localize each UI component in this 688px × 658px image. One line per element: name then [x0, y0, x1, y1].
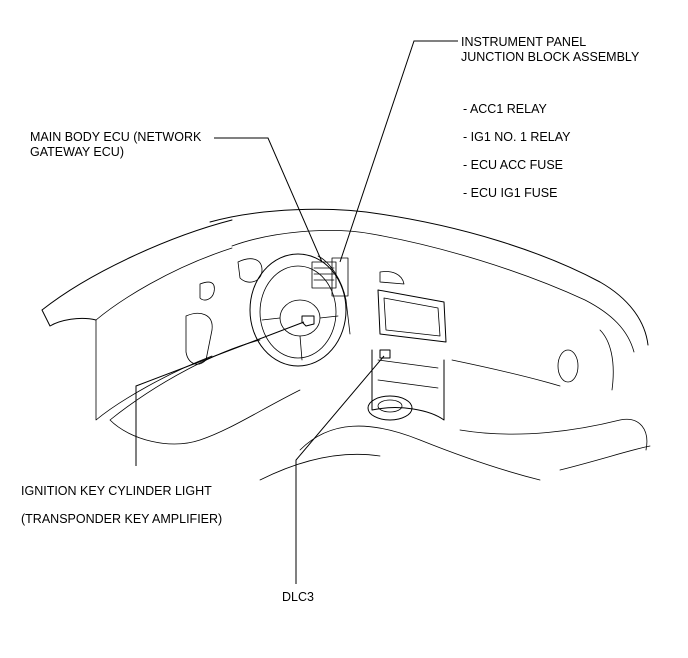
dashboard-top-outline	[209, 208, 649, 346]
dashboard-top-inner	[231, 230, 635, 353]
relay-list: - ACC1 RELAY - IG1 NO. 1 RELAY - ECU ACC…	[463, 95, 570, 207]
steering-wheel-spokes	[261, 315, 339, 361]
right-vent	[557, 349, 579, 383]
left-seat-lower	[109, 339, 301, 445]
left-door-outline	[41, 219, 233, 327]
center-console	[371, 349, 445, 421]
ignition-label-line2: (TRANSPONDER KEY AMPLIFIER)	[21, 512, 223, 526]
main-body-ecu-line2: GATEWAY ECU)	[30, 145, 124, 159]
relay-item-acc1: - ACC1 RELAY	[463, 102, 547, 116]
steering-wheel-rim	[249, 253, 347, 367]
left-vent	[237, 258, 263, 283]
junction-block-label: INSTRUMENT PANEL JUNCTION BLOCK ASSEMBLY	[461, 35, 639, 65]
leader-main-body-ecu	[214, 137, 323, 263]
right-seat-edge	[459, 418, 651, 471]
left-door-trim	[95, 247, 233, 421]
center-stack-outline	[377, 289, 447, 343]
dlc3-connector	[379, 349, 391, 359]
main-body-ecu-line1: MAIN BODY ECU (NETWORK	[30, 130, 202, 144]
center-stack-vent-left	[379, 271, 405, 285]
fuse-item-ecu-acc: - ECU ACC FUSE	[463, 158, 564, 172]
junction-block-line1: INSTRUMENT PANEL	[461, 35, 587, 49]
shift-bezel	[367, 395, 413, 421]
right-dash-trim	[451, 329, 614, 391]
ignition-label-line1: IGNITION KEY CYLINDER LIGHT	[21, 484, 212, 498]
leader-junction-block	[339, 40, 458, 263]
steering-column	[317, 255, 351, 335]
leader-ignition	[135, 321, 305, 466]
main-body-ecu-label: MAIN BODY ECU (NETWORK GATEWAY ECU)	[30, 130, 201, 160]
leader-dlc3	[295, 355, 385, 584]
relay-item-ig1: - IG1 NO. 1 RELAY	[463, 130, 571, 144]
junction-block-box	[331, 257, 349, 297]
lower-console	[259, 425, 541, 481]
main-body-ecu-box	[311, 261, 337, 289]
left-door-armrest	[185, 313, 213, 365]
fuse-item-ecu-ig1: - ECU IG1 FUSE	[463, 186, 558, 200]
ignition-key-cylinder	[301, 315, 315, 327]
steering-wheel-inner	[259, 265, 337, 359]
junction-block-line2: JUNCTION BLOCK ASSEMBLY	[461, 50, 640, 64]
left-door-handle	[199, 281, 215, 301]
dlc3-label: DLC3	[282, 590, 314, 604]
